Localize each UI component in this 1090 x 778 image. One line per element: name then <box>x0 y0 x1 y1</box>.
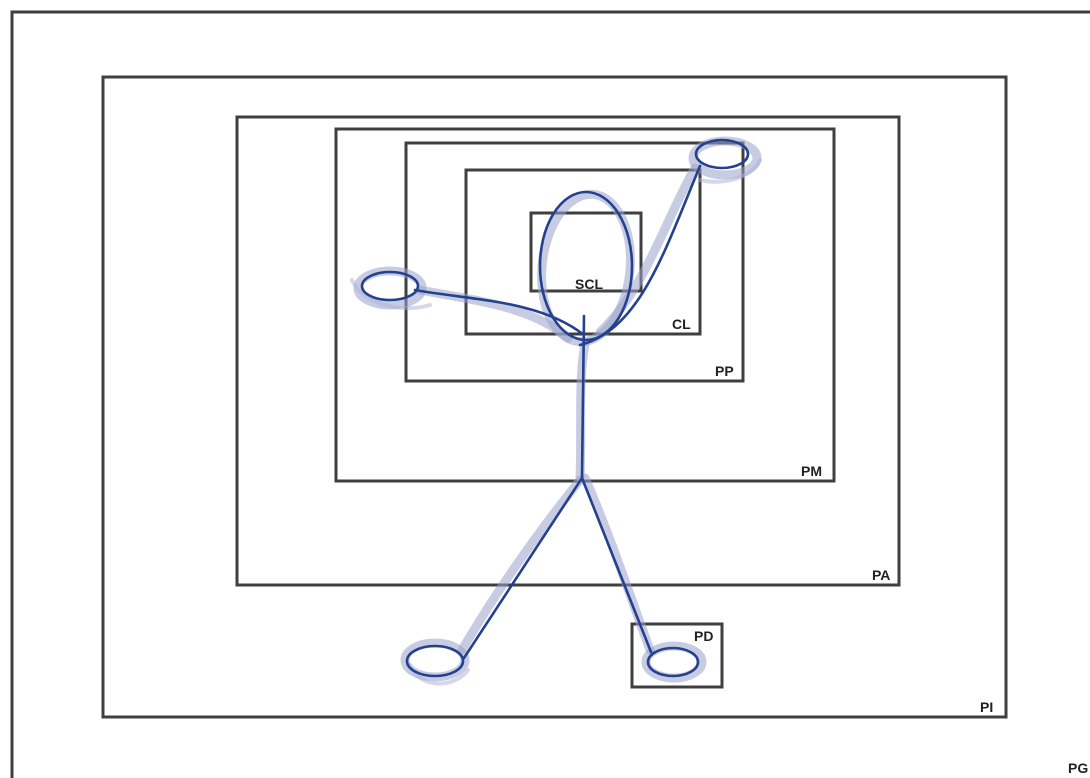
right-arm-halo <box>600 168 695 332</box>
figure-left-hand <box>362 272 418 300</box>
label-pp: PP <box>715 363 734 379</box>
frame-pg <box>12 12 1090 778</box>
left-leg-halo <box>462 480 580 650</box>
right-foot-halo <box>646 646 702 678</box>
figure-left-foot <box>407 646 463 676</box>
label-pa: PA <box>872 567 890 583</box>
label-pi: PI <box>980 699 993 715</box>
label-cl: CL <box>672 316 691 332</box>
figure-right-foot <box>648 648 698 676</box>
figure-left-leg <box>464 478 582 658</box>
label-pg: PG <box>1068 760 1088 776</box>
label-scl: SCL <box>575 276 603 292</box>
label-pm: PM <box>801 463 822 479</box>
figure-right-leg <box>582 478 651 652</box>
label-pd: PD <box>694 628 713 644</box>
